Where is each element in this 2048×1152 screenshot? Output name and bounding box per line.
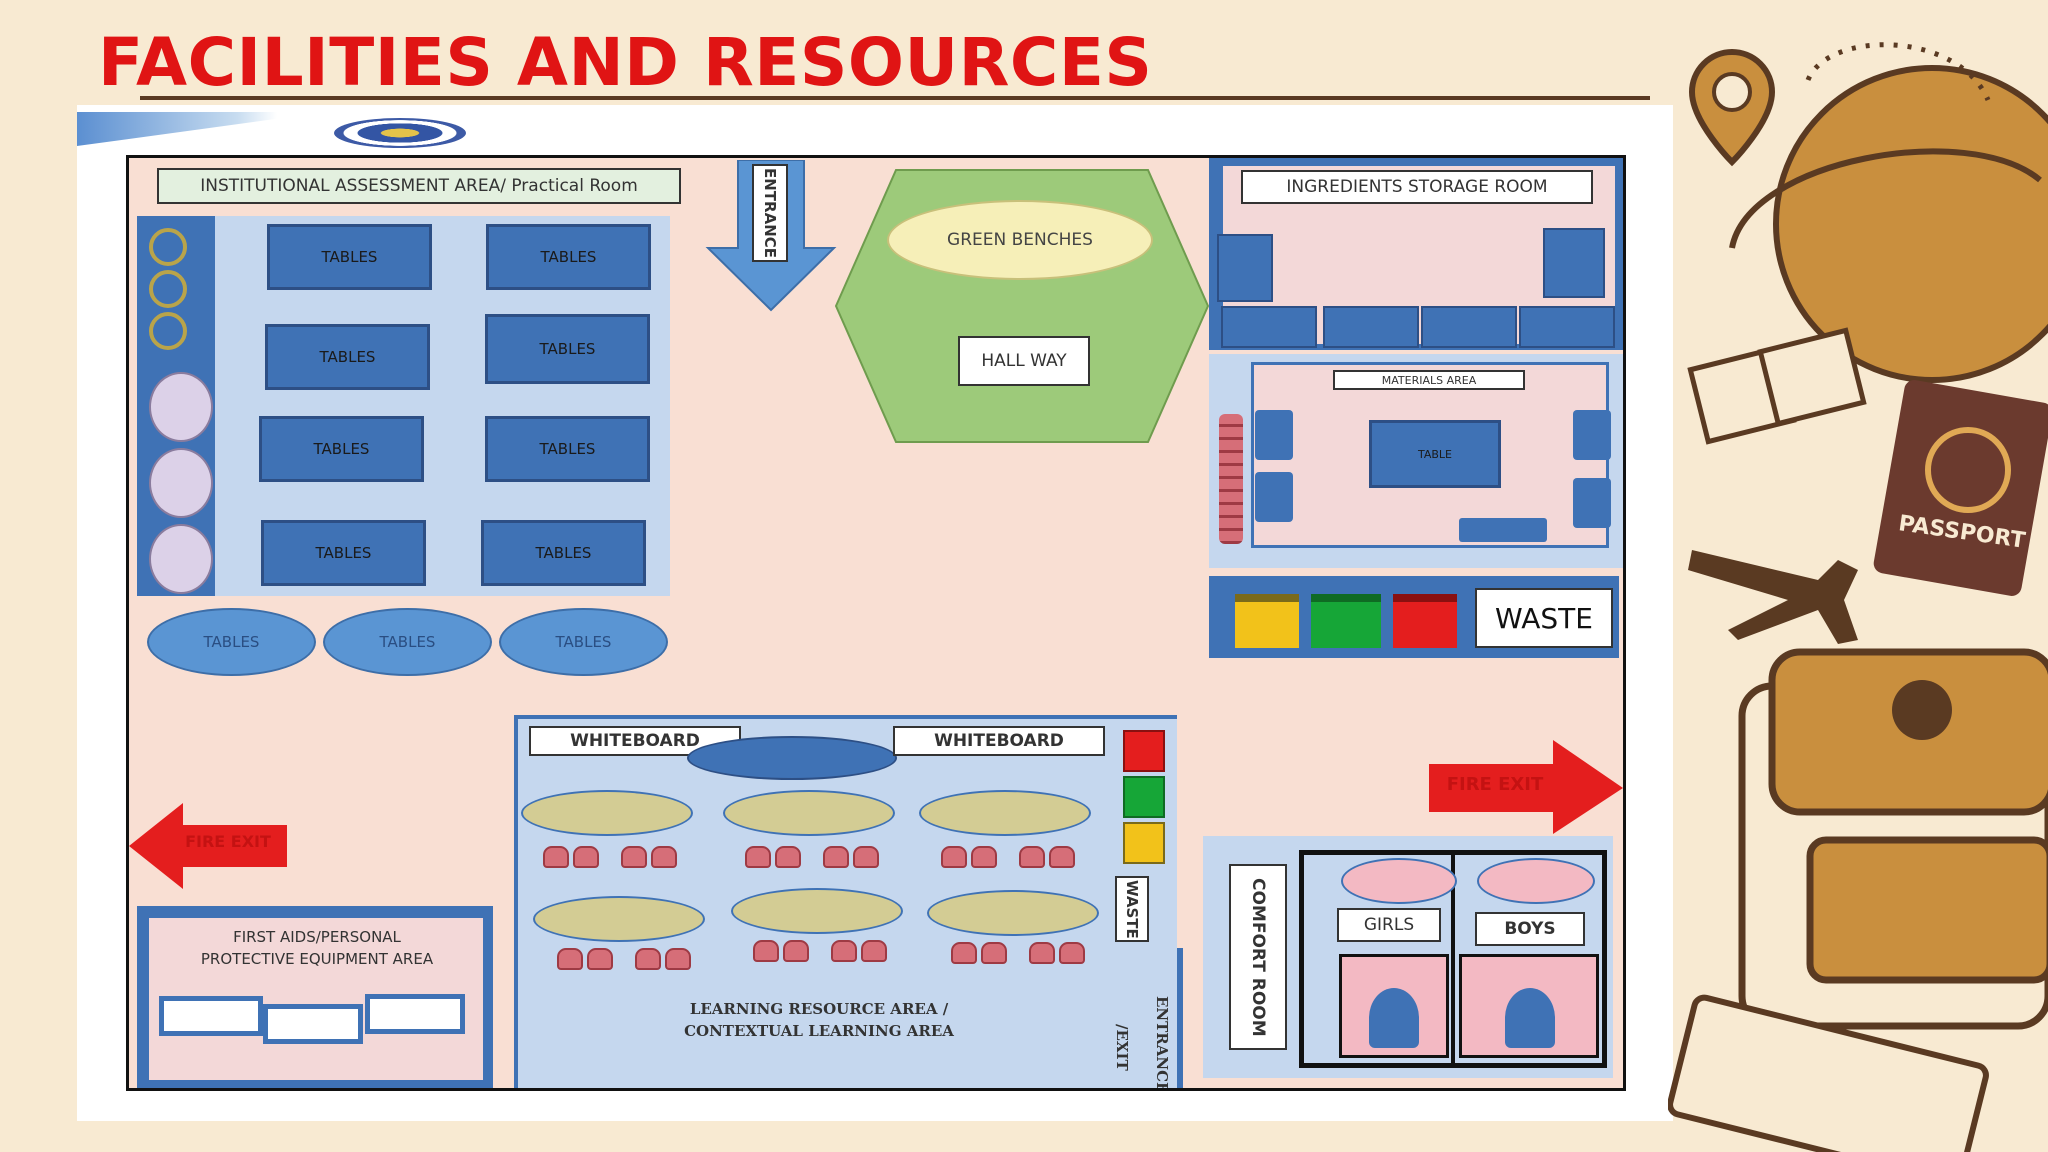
hallway-label: HALL WAY [958,336,1090,386]
yellow-bin [1235,594,1299,648]
chair [971,846,997,868]
study-table [521,790,693,836]
green-bin [1311,594,1381,648]
chair [753,940,779,962]
slide-title: FACILITIES AND RESOURCES [98,24,1153,101]
chair [573,846,599,868]
first-aid-label: FIRST AIDS/PERSONAL PROTECTIVE EQUIPMENT… [200,928,434,968]
table: TABLES [259,416,424,482]
chair [745,846,771,868]
study-table [533,896,705,942]
chair [1029,942,1055,964]
chairs-stack [1219,414,1243,544]
toilet-icon [1369,988,1419,1048]
round-table: TABLES [499,608,668,676]
green-bin [1123,776,1165,818]
shelf [1543,228,1605,298]
study-table [723,790,895,836]
counter [1421,306,1517,348]
chair [1019,846,1045,868]
table: TABLES [485,416,650,482]
materials-area-label: MATERIALS AREA [1333,370,1525,390]
study-table [927,890,1099,936]
chair [823,846,849,868]
entrance-exit-label-b: /EXIT [1113,1024,1131,1071]
table: TABLES [267,224,432,290]
chair [783,940,809,962]
study-table [731,888,903,934]
girls-label: GIRLS [1337,908,1441,942]
whiteboard-right: WHITEBOARD [893,726,1105,756]
sink-icon [149,372,213,442]
counter [1221,306,1317,348]
chair [775,846,801,868]
learning-area-label: LEARNING RESOURCE AREA / CONTEXTUAL LEAR… [684,1000,954,1040]
fire-exit-arrow-left [129,803,287,889]
study-table [919,790,1091,836]
table: TABLES [265,324,430,390]
shelf [1217,234,1273,302]
waste-vertical-label: WASTE [1115,876,1149,942]
chair [665,948,691,970]
entrance-label: ENTRANCE [752,164,788,262]
assessment-area-label: INSTITUTIONAL ASSESSMENT AREA/ Practical… [157,168,681,204]
chair [853,846,879,868]
table: TABLES [481,520,646,586]
table: TABLES [485,314,650,384]
fire-exit-label-right: FIRE EXIT [1446,774,1544,795]
girls-sink [1341,858,1457,904]
counter [1519,306,1615,348]
table: TABLES [261,520,426,586]
ppe-cabinet [365,994,465,1034]
fire-exit-label-left: FIRE EXIT [185,832,271,851]
counter [1323,306,1419,348]
red-bin [1393,594,1457,648]
entrance-exit-label-a: ENTRANCE [1153,996,1171,1091]
chair [1049,846,1075,868]
chair [941,846,967,868]
chair [1059,942,1085,964]
floor-plan: INSTITUTIONAL ASSESSMENT AREA/ Practical… [126,155,1626,1091]
chair [831,940,857,962]
teacher-table [687,736,897,780]
sink-icon [149,448,213,518]
green-benches: GREEN BENCHES [887,200,1153,280]
travel-decoration [1668,42,2048,1152]
boys-sink [1477,858,1595,904]
chair [587,948,613,970]
stove-icon [149,228,187,266]
materials-table: TABLE [1369,420,1501,488]
toilet-icon [1505,988,1555,1048]
boys-label: BOYS [1475,912,1585,946]
chair [981,942,1007,964]
ppe-cabinet [263,1004,363,1044]
chair [861,940,887,962]
table: TABLES [486,224,651,290]
ppe-cabinet [159,996,263,1036]
round-table: TABLES [147,608,316,676]
chair [543,846,569,868]
chair [635,948,661,970]
round-table: TABLES [323,608,492,676]
waste-label: WASTE [1475,588,1613,648]
yellow-bin [1123,822,1165,864]
chair [951,942,977,964]
school-logo [334,118,466,148]
comfort-room-label: COMFORT ROOM [1229,864,1287,1050]
chair [651,846,677,868]
sink-icon [149,524,213,594]
red-bin [1123,730,1165,772]
chair [557,948,583,970]
fire-exit-arrow-right [1429,740,1623,834]
stove-icon [149,270,187,308]
stove-icon [149,312,187,350]
title-underline [140,96,1650,100]
ingredients-storage-label: INGREDIENTS STORAGE ROOM [1241,170,1593,204]
chair [621,846,647,868]
